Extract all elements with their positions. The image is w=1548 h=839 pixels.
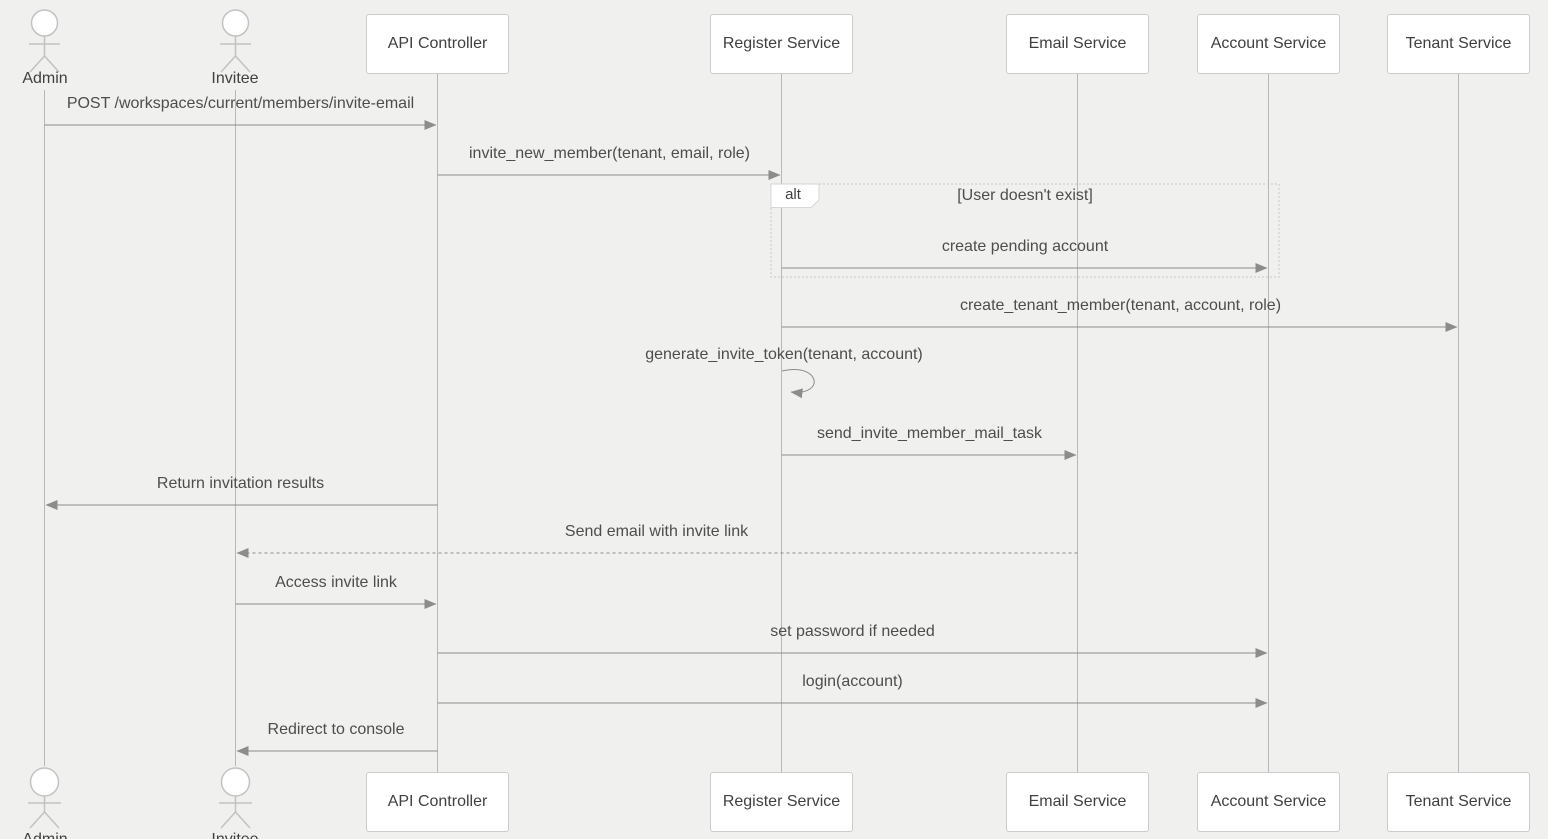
participant-box-register-service-top: Register Service [710, 14, 853, 74]
message-arrows [44, 120, 1458, 756]
participant-label: Email Service [1028, 35, 1127, 52]
message-label-redirect-to-console: Redirect to console [267, 721, 405, 738]
participant-label: API Controller [387, 35, 488, 52]
participant-label: Tenant Service [1405, 793, 1512, 810]
participant-label: API Controller [387, 793, 488, 810]
participant-box-tenant-service-top: Tenant Service [1387, 14, 1530, 74]
participant-label: Account Service [1210, 793, 1327, 810]
participant-box-email-service-bottom: Email Service [1006, 772, 1149, 832]
alt-fragment-tab-label: alt [785, 186, 801, 203]
actor-figure-admin-top [29, 9, 60, 73]
message-label-send-email-with-invite-link: Send email with invite link [564, 523, 749, 540]
lifelines [44, 74, 1459, 772]
participant-box-api-controller-top: API Controller [366, 14, 509, 74]
participant-box-register-service-bottom: Register Service [710, 772, 853, 832]
actor-figure-invitee-top [220, 9, 251, 73]
message-arrow-generate-invite-token-self-loop [781, 369, 815, 399]
participant-box-account-service-bottom: Account Service [1197, 772, 1340, 832]
message-label-set-password: set password if needed [770, 623, 935, 640]
message-label-access-invite-link: Access invite link [275, 574, 397, 591]
actor-label-invitee-top: Invitee [211, 70, 259, 87]
message-label-invite-new-member: invite_new_member(tenant, email, role) [468, 145, 750, 162]
message-label-login-account: login(account) [802, 673, 903, 690]
participant-box-api-controller-bottom: API Controller [366, 772, 509, 832]
participant-label: Account Service [1210, 35, 1327, 52]
actor-figure-invitee-bottom [219, 767, 252, 829]
actor-label-admin-top: Admin [22, 70, 68, 87]
message-label-return-invitation-results: Return invitation results [156, 475, 325, 492]
actor-label-admin-bottom: Admin [0, 830, 90, 839]
participant-box-email-service-top: Email Service [1006, 14, 1149, 74]
participant-label: Register Service [722, 793, 841, 810]
actor-label-invitee-bottom: Invitee [190, 830, 280, 839]
message-label-post-invite-email: POST /workspaces/current/members/invite-… [66, 95, 415, 112]
participant-label: Email Service [1028, 793, 1127, 810]
participant-label: Tenant Service [1405, 35, 1512, 52]
alt-fragment-tab [770, 183, 820, 208]
actor-figure-admin-bottom [28, 767, 61, 829]
participant-label: Register Service [722, 35, 841, 52]
alt-fragment-condition: [User doesn't exist] [957, 187, 1093, 204]
alt-fragment-frame [770, 183, 1280, 278]
message-label-send-invite-member-mail-task: send_invite_member_mail_task [817, 425, 1042, 442]
message-label-create-pending-account: create pending account [941, 238, 1109, 255]
message-label-generate-invite-token: generate_invite_token(tenant, account) [645, 346, 923, 363]
message-label-create-tenant-member: create_tenant_member(tenant, account, ro… [959, 297, 1282, 314]
participant-box-account-service-top: Account Service [1197, 14, 1340, 74]
participant-box-tenant-service-bottom: Tenant Service [1387, 772, 1530, 832]
